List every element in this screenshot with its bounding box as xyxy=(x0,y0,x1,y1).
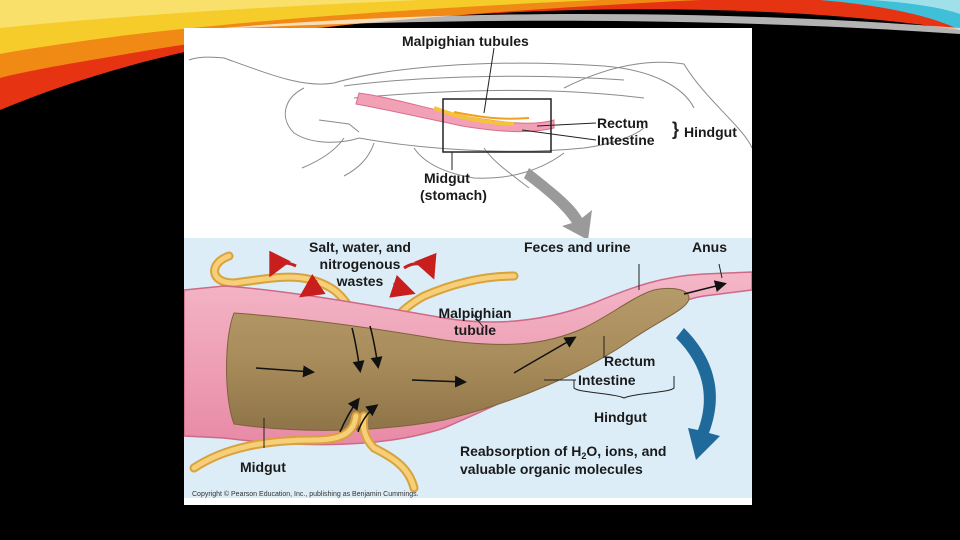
label-rectum-top: Rectum xyxy=(597,116,648,131)
label-stomach-top: (stomach) xyxy=(420,188,487,203)
label-hindgut-top: Hindgut xyxy=(684,125,737,140)
label-feces-urine: Feces and urine xyxy=(524,240,631,255)
zoom-arrow xyxy=(524,168,592,240)
figure-panel: Malpighian tubules Rectum Intestine } Hi… xyxy=(184,28,752,505)
label-malpighian-2: tubule xyxy=(420,323,530,338)
label-intestine-top: Intestine xyxy=(597,133,655,148)
diagram-drawing xyxy=(184,28,752,505)
label-reabsorption-2: valuable organic molecules xyxy=(460,462,643,477)
label-salt-water-1: Salt, water, and xyxy=(290,240,430,255)
label-anus: Anus xyxy=(692,240,727,255)
copyright-text: Copyright © Pearson Education, Inc., pub… xyxy=(192,491,419,498)
label-malpighian-tubules: Malpighian tubules xyxy=(402,34,529,49)
label-salt-water-3: wastes xyxy=(290,274,430,289)
brace-hindgut-top: } xyxy=(672,122,679,137)
label-salt-water-2: nitrogenous xyxy=(290,257,430,272)
label-midgut-top: Midgut xyxy=(424,171,470,186)
label-intestine-bottom: Intestine xyxy=(578,373,636,388)
label-malpighian-1: Malpighian xyxy=(420,306,530,321)
label-hindgut-bottom: Hindgut xyxy=(594,410,647,425)
label-midgut-bottom: Midgut xyxy=(240,460,286,475)
label-rectum-bottom: Rectum xyxy=(604,354,655,369)
